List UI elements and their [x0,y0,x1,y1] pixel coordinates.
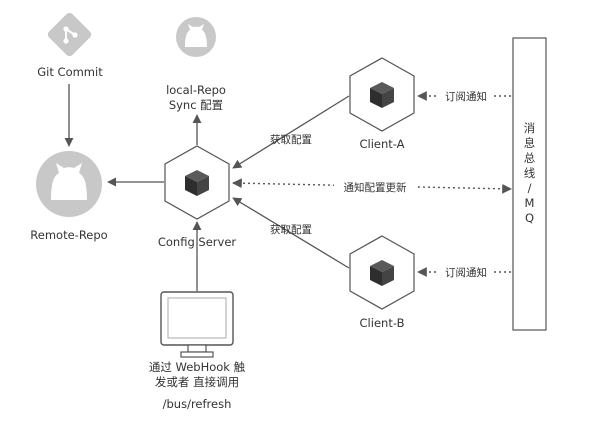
monitor-icon [160,291,234,358]
bus-char: / [528,181,532,195]
local-repo-label: local-Repo [166,83,226,97]
fetch-config-label-a: 获取配置 [270,134,312,146]
message-bus-label: 消 息 总 线 / M Q [524,121,536,225]
monitor-label-line3: /bus/refresh [163,397,232,411]
git-commit-label: Git Commit [37,65,103,79]
git-icon [47,12,92,57]
bus-char: 息 [524,136,536,150]
client-b-icon [349,235,415,310]
bus-char: 消 [524,121,536,135]
bus-char: Q [525,211,534,225]
client-b-label: Client-B [360,316,405,330]
client-a-label: Client-A [359,137,404,151]
fetch-config-label-b: 获取配置 [270,224,312,236]
edge-client-b-to-server [232,197,350,269]
local-repo-icon [176,17,216,57]
monitor-label-line2: 发或者 直接调用 [155,375,239,389]
config-server-icon [164,145,230,220]
client-a-icon [349,57,415,132]
bus-char: 总 [524,151,536,165]
remote-repo-icon [36,151,102,217]
edge-server-bus-notify [232,178,512,194]
bus-char: 线 [524,166,536,180]
remote-repo-label: Remote-Repo [30,228,107,242]
monitor-label-line1: 通过 WebHook 触 [149,360,246,374]
local-repo-sync-label: Sync 配置 [169,98,223,112]
subscribe-label-a: 订阅通知 [445,90,487,103]
edge-client-a-to-server [232,95,350,169]
notify-update-label: 通知配置更新 [344,181,407,194]
subscribe-label-b: 订阅通知 [445,266,487,279]
message-bus-box [512,37,547,331]
bus-char: M [525,196,535,210]
